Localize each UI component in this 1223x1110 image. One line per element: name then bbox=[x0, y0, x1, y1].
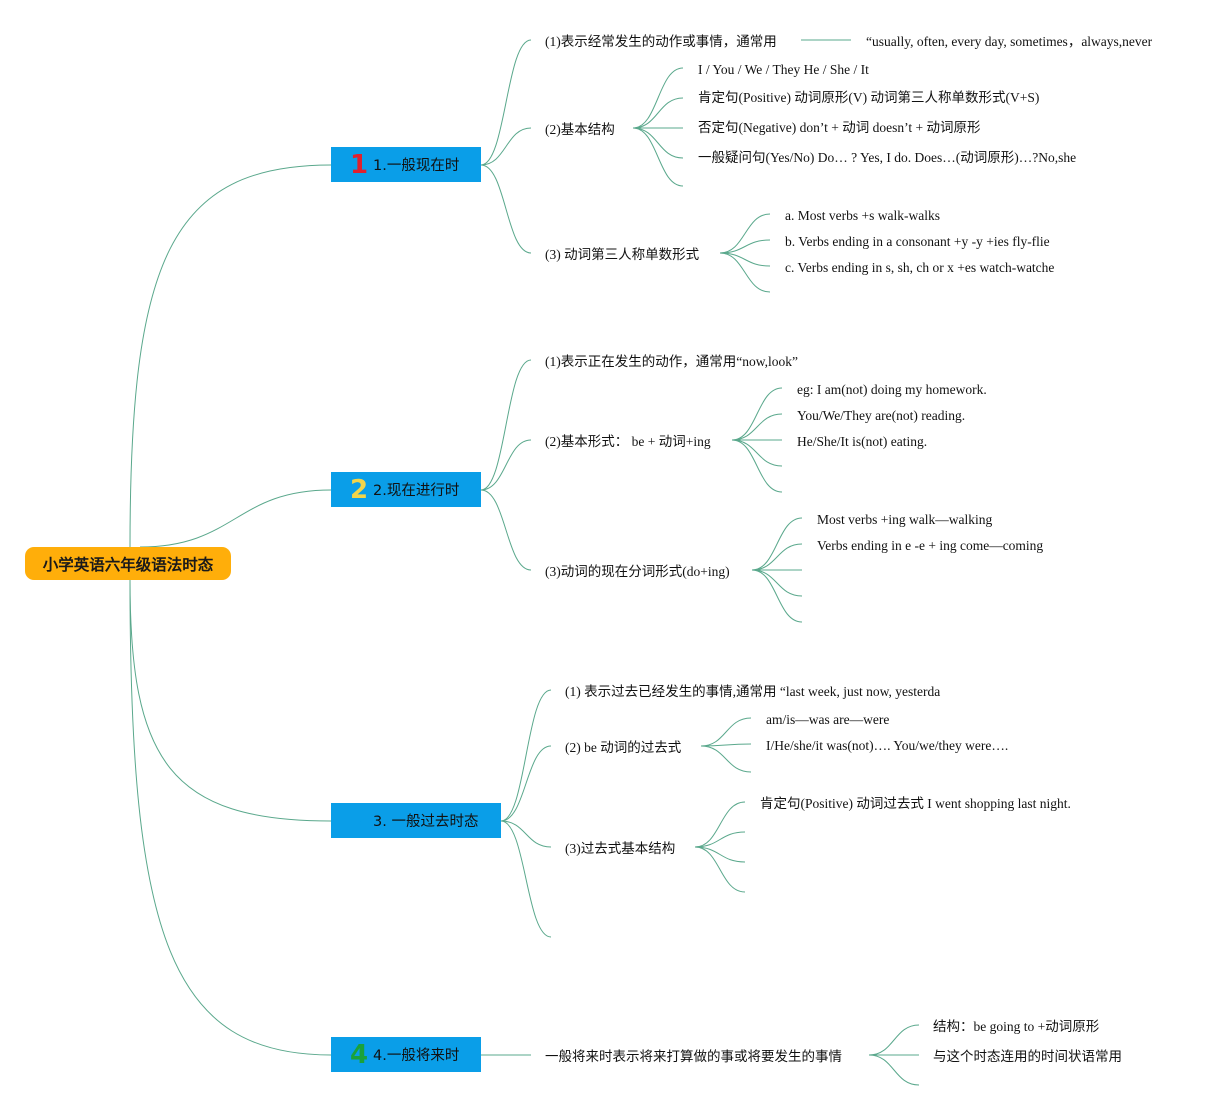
branch-label: 3. 一般过去时态 bbox=[373, 814, 479, 830]
future-simple-usage[interactable]: 一般将来时表示将来打算做的事或将要发生的事情 bbox=[545, 1049, 842, 1064]
present-simple-structure[interactable]: (2)基本结构 bbox=[545, 122, 615, 137]
past-be-examples[interactable]: I/He/she/it was(not)…. You/we/they were…… bbox=[766, 738, 1009, 753]
structure-fan-3 bbox=[632, 127, 684, 159]
number-1-icon: 1 bbox=[349, 149, 369, 180]
branch-2-to-item-1 bbox=[480, 439, 532, 491]
past-positive[interactable]: 肯定句(Positive) 动词过去式 I went shopping last… bbox=[760, 796, 1071, 811]
present-simple-usage[interactable]: (1)表示经常发生的动作或事情，通常用 bbox=[545, 34, 777, 49]
third-person-fan-3 bbox=[719, 252, 771, 293]
present-continuous-form[interactable]: (2)基本形式： be + 动词+ing bbox=[545, 434, 711, 449]
future-fan-0 bbox=[868, 1024, 920, 1056]
continuous-example-1[interactable]: eg: I am(not) doing my homework. bbox=[797, 382, 987, 397]
structure-fan-1 bbox=[632, 97, 684, 129]
past-structure-fan-0 bbox=[694, 801, 746, 848]
be-past-fan-0 bbox=[700, 717, 752, 747]
structure-subjects[interactable]: I / You / We / They He / She / It bbox=[698, 62, 869, 77]
past-structure-fan-1 bbox=[694, 831, 746, 848]
form-fan-0 bbox=[731, 387, 783, 441]
continuous-example-3[interactable]: He/She/It is(not) eating. bbox=[797, 434, 928, 449]
structure-fan-0 bbox=[632, 67, 684, 129]
third-person-forms[interactable]: (3) 动词第三人称单数形式 bbox=[545, 247, 700, 262]
branch-future-simple[interactable]: 4 4.一般将来时 bbox=[331, 1037, 481, 1072]
branch-3-to-item-3 bbox=[500, 820, 552, 938]
future-fan-2 bbox=[868, 1054, 920, 1086]
branch-present-simple[interactable]: 1 1.一般现在时 bbox=[331, 147, 481, 182]
root-to-branch-3 bbox=[129, 579, 332, 822]
root-to-branch-1 bbox=[129, 164, 332, 548]
participle-fan-4 bbox=[751, 569, 803, 623]
third-person-rule-c[interactable]: c. Verbs ending in s, sh, ch or x +es wa… bbox=[785, 260, 1055, 275]
participle-rule-2[interactable]: Verbs ending in e -e + ing come—coming bbox=[817, 538, 1044, 553]
branch-1-to-item-2 bbox=[480, 164, 532, 254]
branch-2-to-item-2 bbox=[480, 489, 532, 571]
structure-question[interactable]: 一般疑问句(Yes/No) Do… ? Yes, I do. Does…(动词原… bbox=[698, 150, 1077, 165]
branch-present-continuous[interactable]: 2 2.现在进行时 bbox=[331, 472, 481, 507]
participle-fan-1 bbox=[751, 543, 803, 571]
be-past-fan-1 bbox=[700, 743, 752, 747]
past-be-verb[interactable]: (2) be 动词的过去式 bbox=[565, 740, 682, 755]
branch-past-simple[interactable]: 3 3. 一般过去时态 bbox=[331, 803, 501, 838]
past-structure-fan-2 bbox=[694, 846, 746, 863]
form-fan-4 bbox=[731, 439, 783, 493]
branch-3-to-item-0 bbox=[500, 689, 552, 822]
be-past-fan-2 bbox=[700, 745, 752, 773]
third-person-fan-1 bbox=[719, 239, 771, 254]
structure-fan-4 bbox=[632, 127, 684, 187]
branch-3-to-item-1 bbox=[500, 745, 552, 822]
branch-1-to-item-1 bbox=[480, 127, 532, 166]
form-fan-1 bbox=[731, 413, 783, 441]
continuous-example-2[interactable]: You/We/They are(not) reading. bbox=[797, 408, 966, 423]
structure-positive[interactable]: 肯定句(Positive) 动词原形(V) 动词第三人称单数形式(V+S) bbox=[698, 90, 1040, 105]
root-to-branch-2 bbox=[139, 489, 332, 548]
present-continuous-usage[interactable]: (1)表示正在发生的动作，通常用“now,look” bbox=[545, 354, 798, 369]
branch-label: 1.一般现在时 bbox=[373, 158, 460, 174]
branch-2-to-item-0 bbox=[480, 359, 532, 491]
root-to-branch-4 bbox=[129, 579, 332, 1056]
past-be-forms[interactable]: am/is—was are—were bbox=[766, 712, 890, 727]
root-node[interactable]: 小学英语六年级语法时态 bbox=[25, 547, 231, 580]
present-participle-forms[interactable]: (3)动词的现在分词形式(do+ing) bbox=[545, 564, 730, 579]
present-simple-usage-note[interactable]: “usually, often, every day, sometimes，al… bbox=[866, 34, 1153, 49]
branch-1-to-item-0 bbox=[480, 39, 532, 166]
future-structure[interactable]: 结构：be going to +动词原形 bbox=[933, 1019, 1100, 1034]
participle-fan-3 bbox=[751, 569, 803, 597]
form-fan-3 bbox=[731, 439, 783, 467]
past-simple-usage[interactable]: (1) 表示过去已经发生的事情,通常用 “last week, just now… bbox=[565, 684, 941, 699]
number-3-icon: 3 bbox=[349, 805, 369, 836]
third-person-rule-a[interactable]: a. Most verbs +s walk-walks bbox=[785, 208, 940, 223]
participle-fan-0 bbox=[751, 517, 803, 571]
number-4-icon: 4 bbox=[349, 1039, 369, 1070]
past-structure-fan-3 bbox=[694, 846, 746, 893]
branch-3-to-item-2 bbox=[500, 820, 552, 848]
third-person-fan-2 bbox=[719, 252, 771, 267]
third-person-rule-b[interactable]: b. Verbs ending in a consonant +y -y +ie… bbox=[785, 234, 1050, 249]
number-2-icon: 2 bbox=[349, 474, 369, 505]
future-time-adverbials[interactable]: 与这个时态连用的时间状语常用 bbox=[933, 1049, 1122, 1064]
branch-label: 2.现在进行时 bbox=[373, 483, 460, 499]
participle-rule-1[interactable]: Most verbs +ing walk—walking bbox=[817, 512, 993, 527]
past-structure[interactable]: (3)过去式基本结构 bbox=[565, 841, 676, 856]
structure-negative[interactable]: 否定句(Negative) don’t + 动词 doesn’t + 动词原形 bbox=[698, 120, 981, 135]
third-person-fan-0 bbox=[719, 213, 771, 254]
branch-label: 4.一般将来时 bbox=[373, 1048, 460, 1064]
